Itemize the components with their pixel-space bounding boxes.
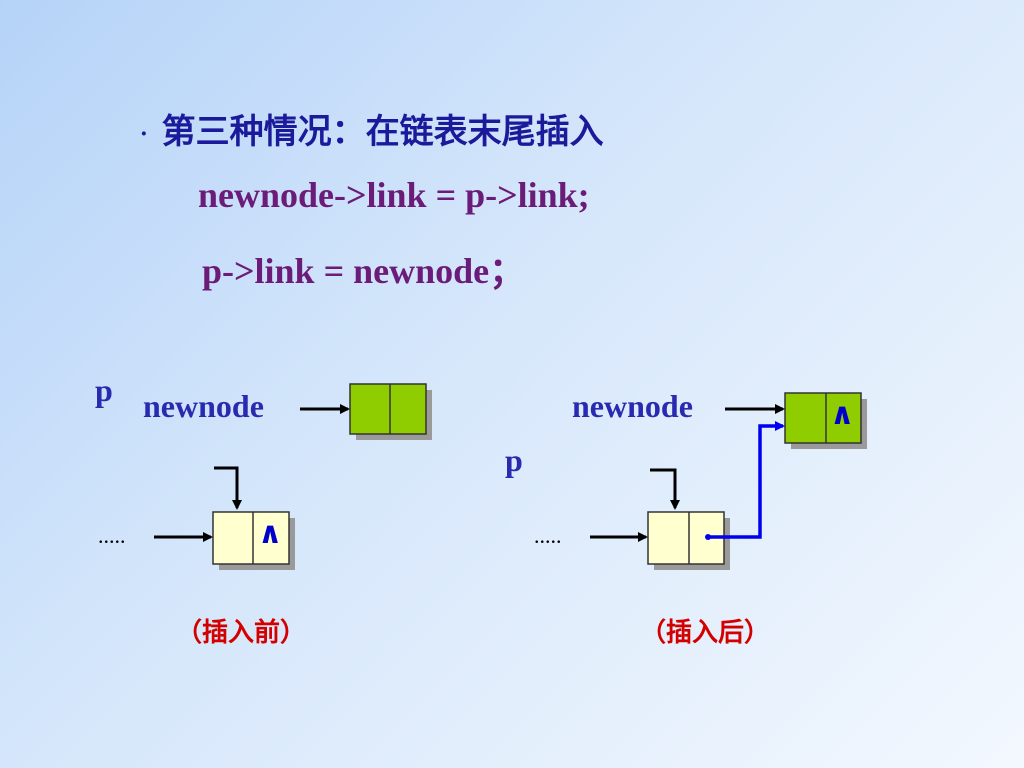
before-last-node (212, 511, 295, 570)
after-p-arrow (650, 468, 680, 510)
before-p-label: p (95, 372, 113, 408)
after-caption: （插入后） (640, 618, 771, 648)
before-newnode-label: newnode (143, 388, 264, 424)
title-text: 第三种情况：在链表末尾插入 (161, 112, 604, 152)
before-caption: （插入前） (176, 618, 307, 648)
before-null-symbol: ∧ (258, 516, 283, 551)
before-p-arrow (214, 466, 242, 510)
after-last-node (647, 511, 730, 570)
after-null-symbol: ∧ (830, 397, 855, 432)
after-ellipsis: ..... (534, 523, 562, 548)
after-link-origin (705, 534, 711, 540)
bullet: · (140, 121, 148, 147)
after-p-label: p (505, 442, 523, 478)
before-ellipsis: ..... (98, 523, 126, 548)
code-line-1: newnode->link = p->link; (198, 175, 590, 215)
after-newnode-label: newnode (572, 388, 693, 424)
after-link-pointer (708, 421, 785, 539)
before-new-node (349, 383, 432, 440)
slide-title: · 第三种情况：在链表末尾插入 (140, 104, 604, 153)
code-line-2: p->link = newnode； (202, 251, 526, 291)
after-new-node (784, 392, 867, 449)
